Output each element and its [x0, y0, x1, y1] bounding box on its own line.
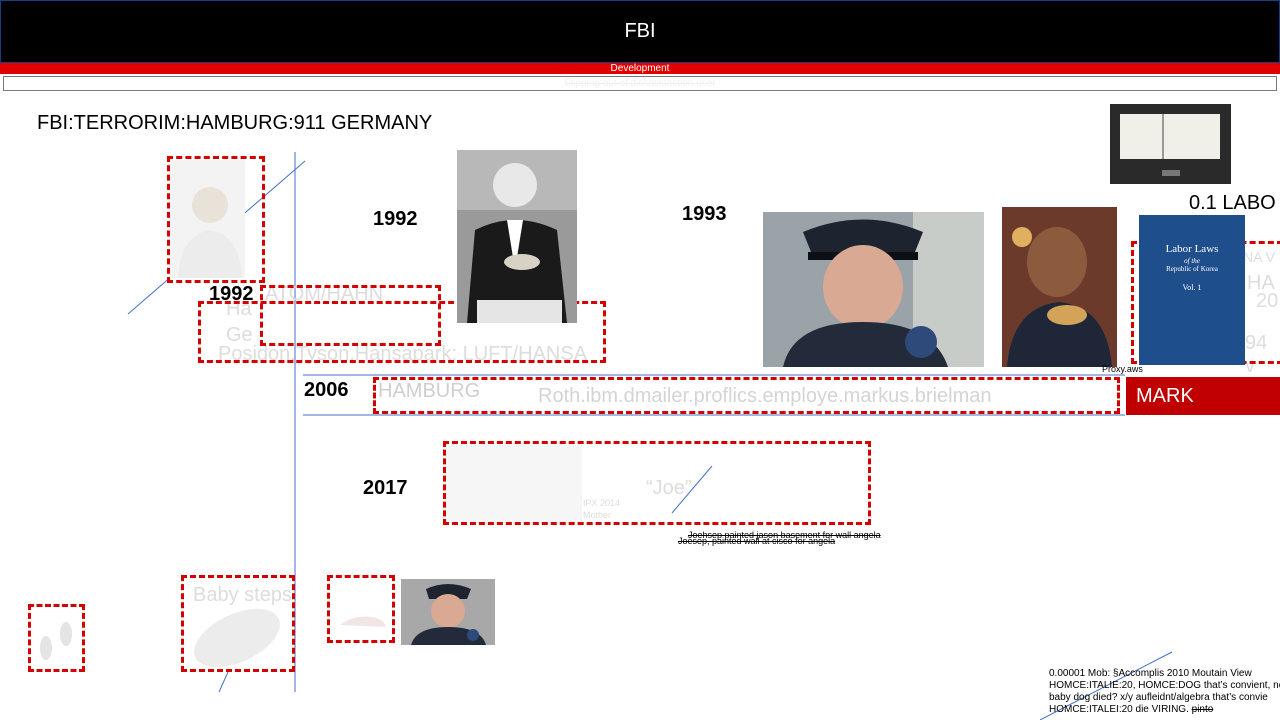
note-line-4-strike: pinto	[1191, 704, 1214, 715]
posidon-text: Posidon.Tyson.Hansapark: LUFT/HANSA	[218, 343, 588, 365]
dashed-frame-atom	[260, 285, 441, 346]
atom-hahn-text: ATOM/HAHN	[265, 283, 384, 305]
header-bar	[0, 0, 1280, 63]
photo-document-display	[1110, 104, 1231, 184]
mark-bar	[1126, 377, 1280, 415]
dashed-frame-woman	[167, 156, 265, 283]
book-title: Labor Laws	[1165, 243, 1219, 255]
subtitle-text: Development	[610, 63, 670, 74]
police-officer-image	[763, 212, 984, 367]
dashed-frame-footprints	[28, 604, 85, 672]
joe-quote: “Joe”	[646, 477, 692, 499]
ipx-text: IPX 2014	[583, 498, 621, 508]
note-line-2: HOMCE:ITALIE:20, HOMCE:DOG that’s convie…	[1049, 680, 1280, 691]
joe-note-1: Joehsep painted jason basement for wall …	[688, 530, 881, 540]
faded-photo-2017	[446, 445, 582, 523]
footprint-icon	[194, 608, 280, 668]
person-silhouette-icon	[178, 187, 242, 278]
police-officer-small-image	[401, 579, 495, 645]
man-eating-image	[457, 150, 577, 323]
book-ha-text: HA	[1247, 272, 1275, 294]
police-officer-eating-image	[1002, 207, 1117, 367]
baby-steps-text: Baby steps	[193, 584, 292, 606]
dashed-frame-2006	[373, 377, 1120, 414]
year-1992-label: 1992	[373, 208, 418, 230]
banner-bar	[3, 76, 1277, 91]
diagonal-line-4	[1039, 651, 1173, 720]
book-20-text: 20	[1256, 290, 1279, 312]
dashed-frame-small	[327, 575, 395, 643]
labo-label: 0.1 LABO	[1189, 192, 1276, 214]
diagonal-line-3	[218, 671, 229, 693]
photo-police-officer-small	[401, 579, 495, 645]
book-cover: Labor Laws of the Republic of Korea Vol.…	[1139, 215, 1245, 365]
dashed-frame-2017	[443, 441, 871, 525]
footprints-icon	[40, 622, 72, 660]
year-2017-label: 2017	[363, 477, 408, 499]
note-line-4: HOMCE:ITALEI:20 die VIRING.	[1049, 704, 1189, 715]
portrait-photo-woman	[170, 160, 245, 278]
photo-police-officer-2	[1002, 207, 1117, 367]
book-subtitle-2: Republic of Korea	[1166, 265, 1218, 273]
dashed-frame-baby-steps	[181, 575, 295, 672]
note-line-3: baby dog died? x/y aufleidnt/algebra tha…	[1049, 692, 1268, 703]
photo-man-eating	[457, 150, 577, 323]
note-line-1: 0.00001 Mob: §Accomplis 2010 Moutain Vie…	[1049, 668, 1252, 679]
year-1992-second-label: 1992	[209, 283, 254, 305]
header-title: FBI	[624, 20, 656, 42]
joe-note-2: Joesep, painted wall at cisco for angela	[678, 536, 836, 546]
page-title: FBI:TERRORIM:HAMBURG:911 GERMANY	[37, 112, 433, 134]
note-line-4-wrap: HOMCE:ITALEI:20 die VIRING. pinto	[1049, 704, 1280, 716]
roth-text: Roth.ibm.dmailer.proflics.employe.markus…	[538, 385, 992, 407]
dashed-frame-posidon	[198, 301, 606, 363]
banner-text: Slipping out of dissatisfaction user	[564, 78, 716, 89]
faded-shoe-icon	[340, 616, 386, 627]
hamburg-text: HAMBURG	[378, 380, 481, 402]
photo-police-officer-1	[763, 212, 984, 367]
ge-text: Ge	[226, 324, 253, 346]
ipx-note-text: Mother	[583, 510, 612, 520]
book-volume: Vol. 1	[1182, 283, 1202, 292]
notes-block: 0.00001 Mob: §Accomplis 2010 Moutain Vie…	[1049, 668, 1280, 716]
proxy-label: Proxy.aws	[1102, 364, 1143, 374]
subtitle-bar	[0, 63, 1280, 74]
mark-label: MARK	[1136, 385, 1194, 407]
diagonal-line-2	[671, 465, 713, 514]
document-display-image	[1110, 104, 1231, 184]
book-na-text: NA V	[1243, 249, 1275, 265]
year-2006-label: 2006	[304, 379, 349, 401]
year-1993-label: 1993	[682, 203, 727, 225]
book-94-text: 94 v	[1245, 332, 1268, 377]
book-subtitle-1: of the	[1184, 257, 1200, 265]
